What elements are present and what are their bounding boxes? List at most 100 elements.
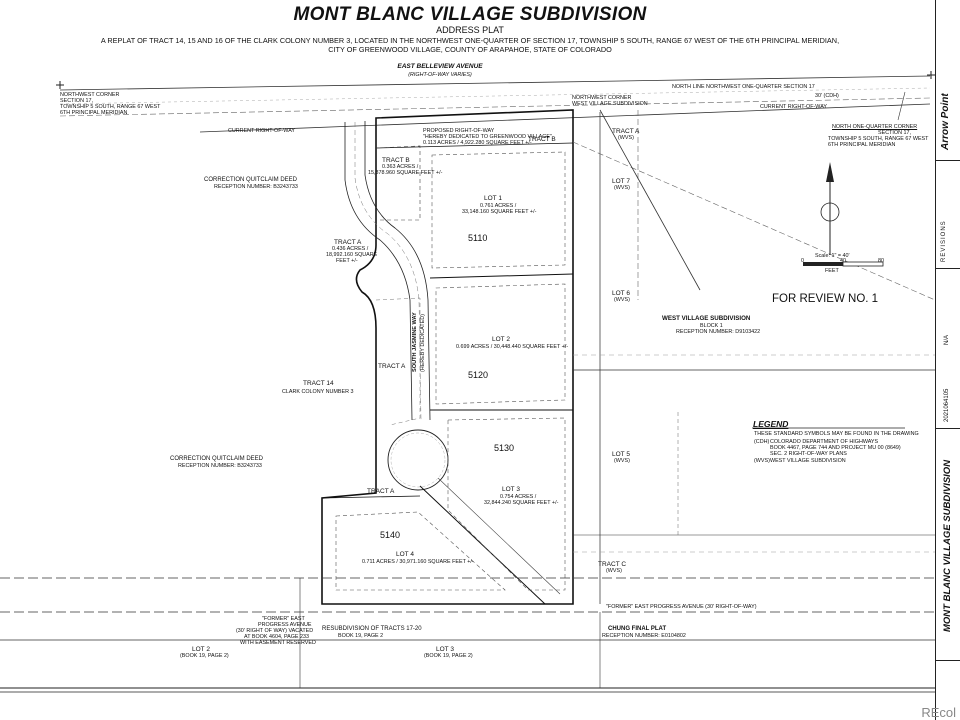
progress-left-4: AT BOOK 4604, PAGE 233 [244, 634, 310, 640]
lot6-sub: (WVS) [614, 297, 630, 303]
deed2-title: CORRECTION QUITCLAIM DEED [170, 456, 264, 462]
lot3-book-sub: (BOOK 19, PAGE 2) [424, 653, 473, 659]
tract-c-sub: (WVS) [606, 568, 622, 574]
tract-a-wvs-sub: (WVS) [618, 135, 634, 141]
tract14-label: TRACT 14 [303, 380, 334, 387]
chung-reception: RECEPTION NUMBER: E0104802 [602, 633, 686, 639]
tract-b-area-2: 15,378.960 SQUARE FEET +/- [368, 170, 443, 176]
tract-a-area-2: 18,992.160 SQUARE [326, 252, 378, 258]
scale-bar [803, 261, 884, 267]
progress-left-5: WITH EASEMENT RESERVED [240, 640, 316, 646]
chung-title: CHUNG FINAL PLAT [608, 626, 667, 632]
jasmine-way-sub: (HEREBY DEDICATED) [420, 314, 426, 372]
nw-corner-label-4: 6TH PRINCIPAL MERIDIAN [60, 110, 128, 116]
lot3-area-1: 0.754 ACRES / [500, 494, 537, 500]
tract-b-area-1: 0.363 ACRES / [382, 164, 419, 170]
jasmine-way-west-edge [344, 122, 413, 421]
lot5-label: LOT 5 [612, 451, 630, 458]
lot1-area-1: 0.761 ACRES / [480, 203, 517, 209]
nw-wvs-label-2: WEST VILLAGE SUBDIVISION [572, 101, 648, 107]
lot3-area-2: 32,844.240 SQUARE FEET +/- [484, 500, 559, 506]
progress-left-3: (30' RIGHT OF WAY) VACATED [236, 628, 314, 634]
legend-title: LEGEND [753, 419, 789, 429]
tract-b-top-label: TRACT B [528, 136, 556, 143]
cul-de-sac [387, 429, 449, 491]
lot4-label: LOT 4 [396, 551, 414, 558]
plat-title: MONT BLANC VILLAGE SUBDIVISION [293, 4, 647, 25]
nw-wvs-label-1: NORTHWEST CORNER [572, 95, 632, 101]
tract-a-area-1: 0.436 ACRES / [332, 246, 369, 252]
watermark: REcol [921, 705, 956, 720]
legend-cdh-2: BOOK 4467, PAGE 744 AND PROJECT MU 00 (8… [770, 445, 901, 451]
wvs-title: WEST VILLAGE SUBDIVISION [662, 315, 751, 322]
legend-note: THESE STANDARD SYMBOLS MAY BE FOUND IN T… [754, 431, 919, 437]
lot7-label: LOT 7 [612, 178, 630, 185]
tract-a-wvs-label: TRACT A [612, 128, 640, 135]
nq-corner-label-4: 6TH PRINCIPAL MERIDIAN [828, 142, 896, 148]
company-logo: Arrow Point [940, 93, 951, 150]
job-number: 2021064105 [944, 388, 950, 422]
lot5-sub: (WVS) [614, 458, 630, 464]
lot4-area: 0.711 ACRES / 30,971.160 SQUARE FEET +/- [362, 559, 474, 565]
resub-title: RESUBDIVISION OF TRACTS 17-20 [322, 626, 422, 632]
deed2-reception: RECEPTION NUMBER: B3243733 [178, 463, 262, 469]
lot2-setback [435, 283, 566, 405]
tract14-sub: CLARK COLONY NUMBER 3 [282, 389, 354, 395]
na-label: N/A [944, 334, 950, 345]
proposed-row-2: "HEREBY DEDICATED TO GREENWOOD VILLAGE" [423, 134, 552, 140]
title-block: Arrow Point REVISIONS N/A 2021064105 MON… [935, 0, 960, 720]
lot2-area: 0.699 ACRES / 30,448.440 SQUARE FEET +/- [456, 344, 569, 350]
tract-b-label: TRACT B [382, 157, 410, 164]
lot1-address: 5110 [468, 233, 488, 243]
nw-corner-label-1: NORTHWEST CORNER [60, 92, 120, 98]
subdivision-boundary [321, 109, 574, 605]
lot7-sub: (WVS) [614, 185, 630, 191]
north-line-label: NORTH LINE NORTHWEST ONE-QUARTER SECTION… [672, 84, 815, 90]
nw-corner-label-2: SECTION 17, [60, 98, 93, 104]
proposed-row-1: PROPOSED RIGHT-OF-WAY [423, 128, 495, 134]
progress-left-2: PROGRESS AVENUE [258, 622, 312, 628]
lot1-setback [431, 151, 566, 269]
lot4-setback [335, 511, 506, 591]
plat-drawing [0, 71, 935, 693]
scale-label: Scale: 1" = 40' [815, 253, 850, 259]
plat-subtitle: ADDRESS PLAT [436, 25, 504, 35]
lot1-label: LOT 1 [484, 195, 502, 202]
progress-left-1: "FORMER" EAST [262, 616, 305, 622]
nq-corner-label-2: SECTION 17, [878, 130, 911, 136]
tract-a-mid-label: TRACT A [378, 363, 406, 370]
lot2-book-label: LOT 2 [192, 646, 210, 653]
jasmine-way-label: SOUTH JASMINE WAY [412, 312, 418, 372]
jasmine-way-east-edge [364, 121, 431, 421]
nq-corner-label-3: TOWNSHIP 5 SOUTH, RANGE 67 WEST [828, 136, 929, 142]
belleview-label: EAST BELLEVIEW AVENUE [397, 63, 483, 70]
legend-cdh-1: COLORADO DEPARTMENT OF HIGHWAYS [770, 439, 879, 445]
current-row-left: CURRENT RIGHT-OF-WAY [228, 128, 295, 134]
lot3-book-label: LOT 3 [436, 646, 454, 653]
lot3-label: LOT 3 [502, 486, 520, 493]
lot2-label: LOT 2 [492, 336, 510, 343]
deed1-title: CORRECTION QUITCLAIM DEED [204, 177, 298, 183]
lot2-book-sub: (BOOK 19, PAGE 2) [180, 653, 229, 659]
deed1-reception: RECEPTION NUMBER: B3243733 [214, 184, 298, 190]
wvs-reception: RECEPTION NUMBER: D9103422 [676, 329, 761, 335]
sidebar-title: MONT BLANC VILLAGE SUBDIVISION [942, 459, 953, 632]
lot1-area-2: 33,148.160 SQUARE FEET +/- [462, 209, 537, 215]
lot4-address: 5140 [380, 530, 401, 540]
lot2-address: 5120 [468, 370, 489, 380]
legend-cdh-3: SEC. 2 RIGHT-OF-WAY PLANS [770, 451, 847, 457]
scale-tick-80: 80 [878, 258, 884, 264]
lot3-address: 5130 [494, 443, 515, 453]
tract-a-low-label: TRACT A [367, 488, 395, 495]
plat-description: A REPLAT OF TRACT 14, 15 AND 16 OF THE C… [0, 36, 940, 54]
legend-wvs-key: (WVS) [754, 458, 770, 464]
nq-corner-label-1: NORTH ONE-QUARTER CORNER [832, 124, 918, 130]
current-row-right: CURRENT RIGHT-OF-WAY [760, 104, 827, 110]
review-stamp: FOR REVIEW NO. 1 [772, 293, 879, 305]
revisions-label: REVISIONS [941, 220, 947, 262]
belleview-north-line [59, 75, 931, 91]
wvs-block: BLOCK 1 [700, 323, 723, 329]
scale-tick-40: 40 [840, 258, 846, 264]
proposed-row-3: 0.113 ACRES / 4,922.280 SQUARE FEET +/- [423, 140, 532, 146]
nw-corner-label-3: TOWNSHIP 5 SOUTH, RANGE 67 WEST [60, 104, 161, 110]
